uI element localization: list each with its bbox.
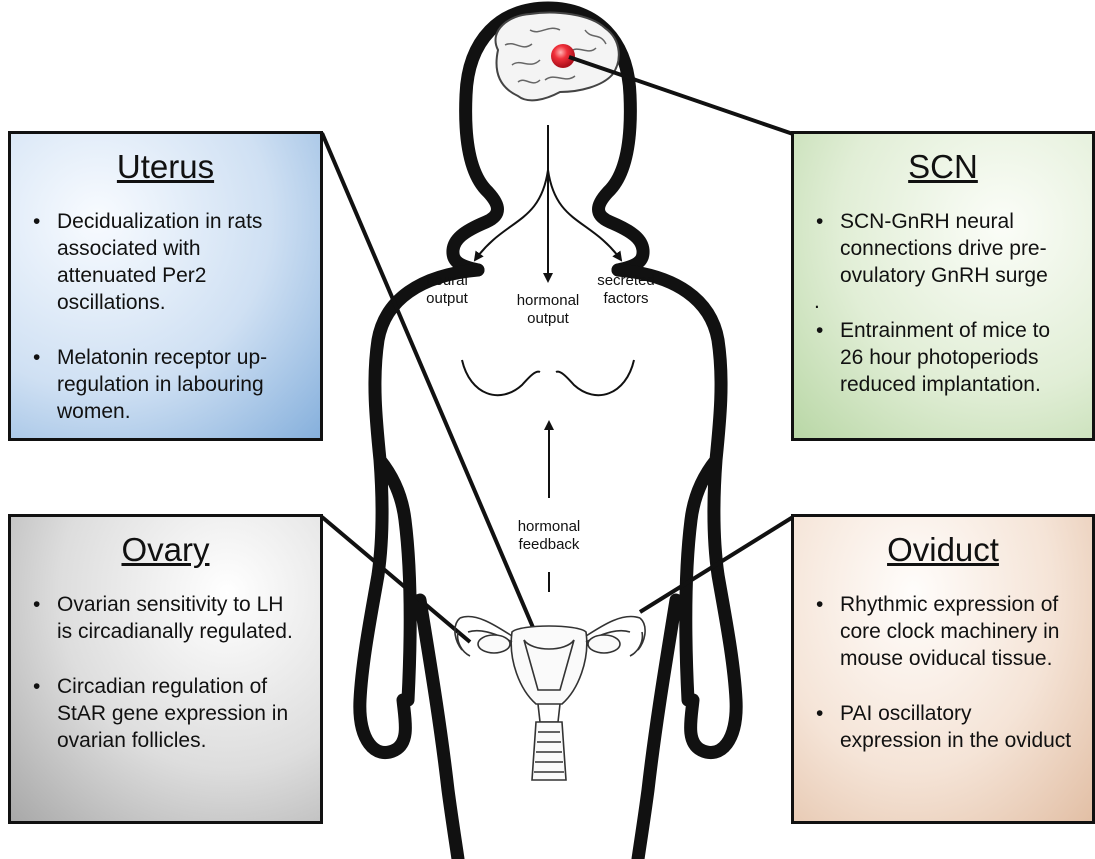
scn-stray-mark: . [810,297,1076,307]
hormonal-feedback-label: hormonal feedback [510,518,588,554]
scn-box: SCN SCN-GnRH neural connections drive pr… [791,131,1095,441]
neural-output-label: neural output [421,272,473,308]
ovary-bullet: Ovarian sensitivity to LH is circadianal… [27,591,304,645]
reproductive-tract-icon [455,616,645,780]
uterus-bullet: Decidualization in rats associated with … [27,208,304,316]
ovary-box: Ovary Ovarian sensitivity to LH is circa… [8,514,323,824]
oviduct-bullet: PAI oscillatory expression in the oviduc… [810,700,1076,754]
oviduct-bullet: Rhythmic expression of core clock machin… [810,591,1076,672]
oviduct-title: Oviduct [810,531,1076,569]
oviduct-box: Oviduct Rhythmic expression of core cloc… [791,514,1095,824]
secreted-factors-label: secreted factors [594,272,658,308]
hormonal-output-label: hormonal output [512,292,584,328]
uterus-title: Uterus [27,148,304,186]
ovary-title: Ovary [27,531,304,569]
oviduct-bullet-list: Rhythmic expression of core clock machin… [810,591,1076,754]
scn-bullet: SCN-GnRH neural connections drive pre-ov… [810,208,1076,289]
uterus-bullet-list: Decidualization in rats associated with … [27,208,304,425]
uterus-box: Uterus Decidualization in rats associate… [8,131,323,441]
chest-outline [462,360,634,395]
ovary-bullet: Circadian regulation of StAR gene expres… [27,673,304,754]
scn-bullet: Entrainment of mice to 26 hour photoperi… [810,317,1076,398]
ovary-bullet-list: Ovarian sensitivity to LH is circadianal… [27,591,304,754]
scn-bullet-list: SCN-GnRH neural connections drive pre-ov… [810,208,1076,398]
scn-title: SCN [810,148,1076,186]
uterus-bullet: Melatonin receptor up-regulation in labo… [27,344,304,425]
